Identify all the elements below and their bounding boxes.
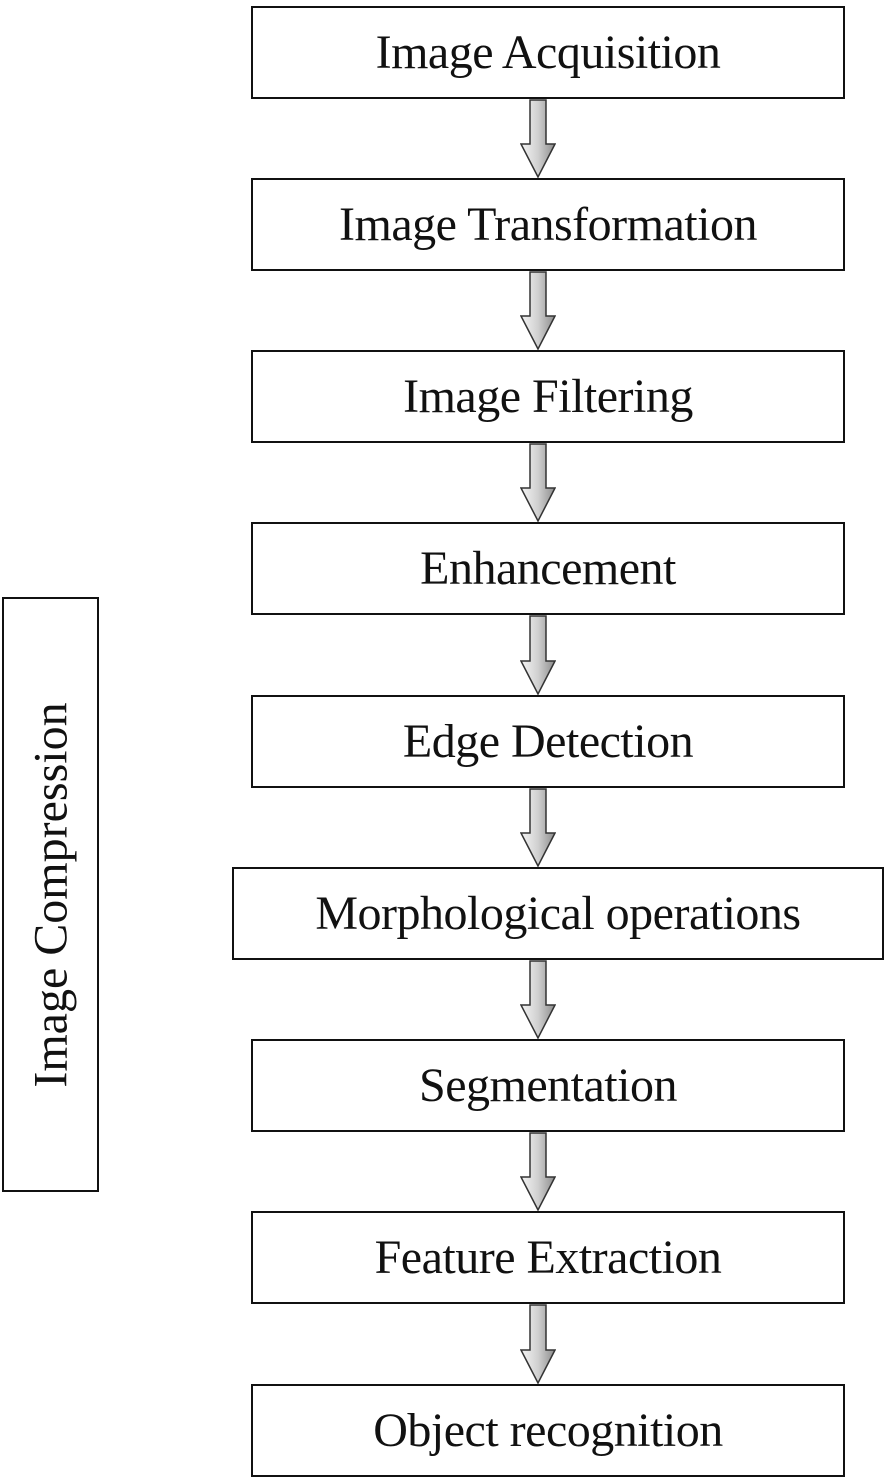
down-arrow-icon <box>520 1304 556 1384</box>
down-arrow-icon <box>520 960 556 1039</box>
step-edge-detection: Edge Detection <box>251 695 845 788</box>
step-segmentation: Segmentation <box>251 1039 845 1132</box>
step-label: Image Filtering <box>403 370 693 423</box>
image-compression-label: Image Compression <box>24 701 77 1088</box>
step-label: Edge Detection <box>402 715 694 768</box>
down-arrow-icon <box>520 615 556 695</box>
step-label: Object recognition <box>373 1404 723 1457</box>
step-image-filtering: Image Filtering <box>251 350 845 443</box>
step-image-transformation: Image Transformation <box>251 178 845 271</box>
down-arrow-icon <box>520 788 556 867</box>
step-label: Feature Extraction <box>374 1231 722 1284</box>
down-arrow-icon <box>520 443 556 522</box>
down-arrow-icon <box>520 1132 556 1211</box>
down-arrow-icon <box>520 271 556 350</box>
step-label: Image Acquisition <box>375 26 721 79</box>
step-morphological-operations: Morphological operations <box>232 867 884 960</box>
down-arrow-icon <box>520 99 556 178</box>
step-label: Image Transformation <box>339 198 757 251</box>
image-compression-box: Image Compression <box>2 597 99 1192</box>
step-label: Enhancement <box>420 542 676 595</box>
step-feature-extraction: Feature Extraction <box>251 1211 845 1304</box>
step-label: Segmentation <box>419 1059 677 1112</box>
step-image-acquisition: Image Acquisition <box>251 6 845 99</box>
step-object-recognition: Object recognition <box>251 1384 845 1477</box>
step-label: Morphological operations <box>315 887 801 940</box>
step-enhancement: Enhancement <box>251 522 845 615</box>
